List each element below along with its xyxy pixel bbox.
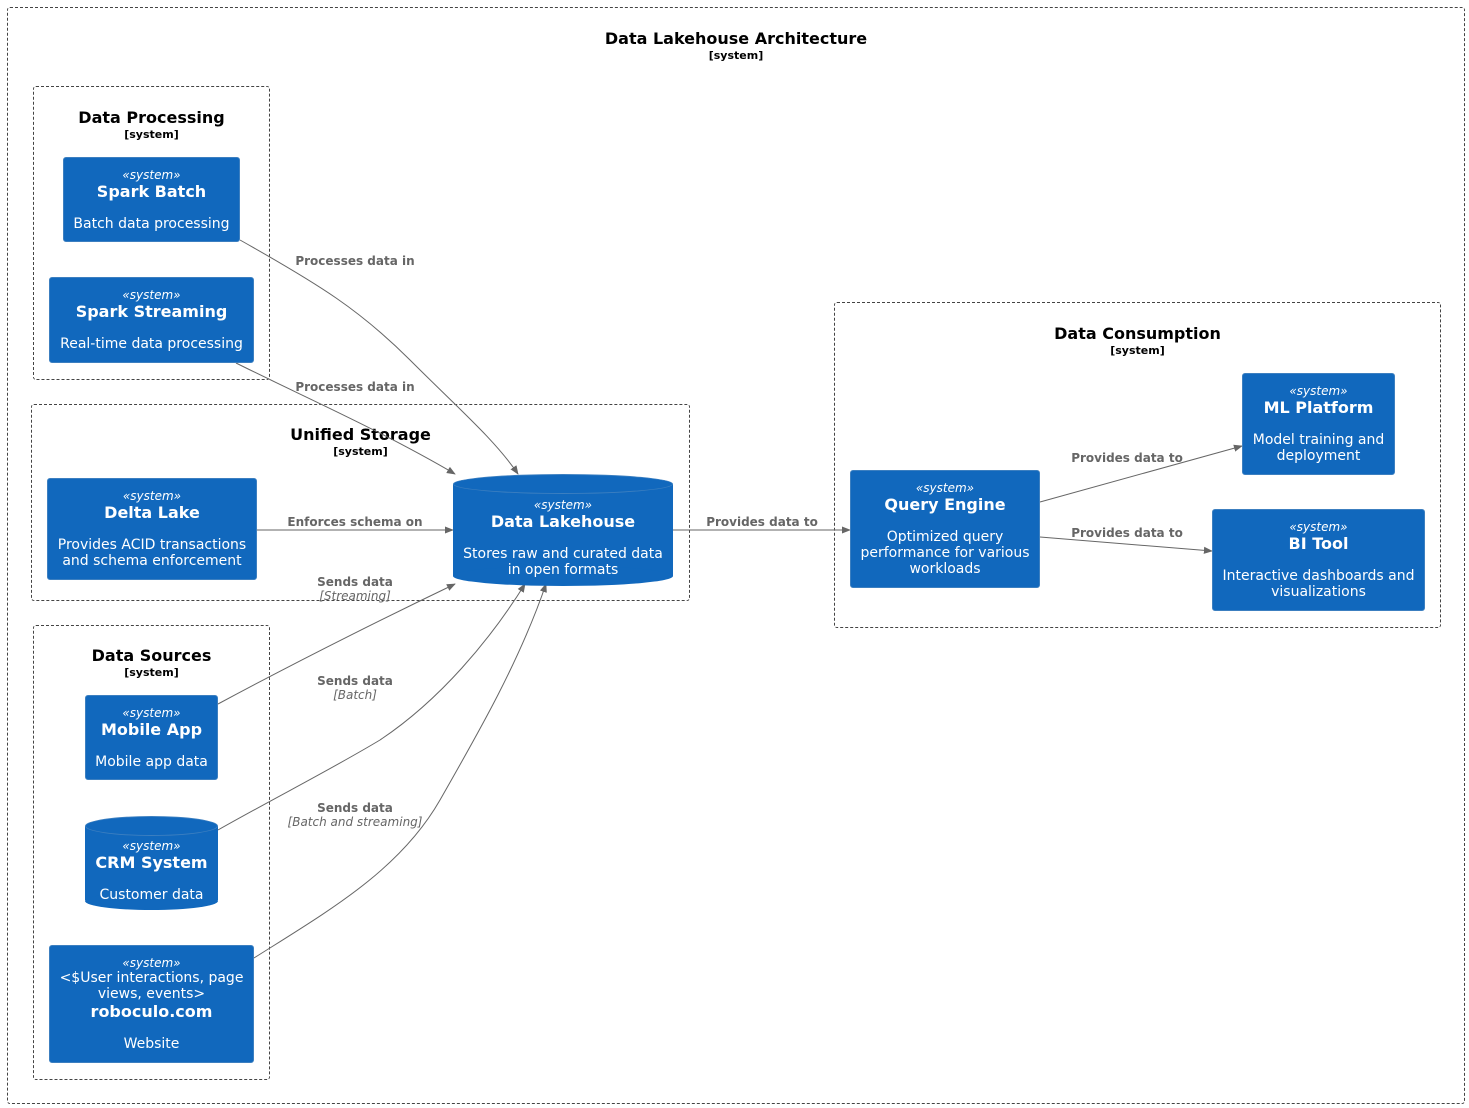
cylinder-bottom: [453, 566, 673, 586]
edge-label: Sends data [Batch and streaming]: [287, 801, 423, 829]
node-stereotype: «system»: [122, 705, 181, 720]
edge-crm-to-lake: [217, 583, 526, 831]
boundary-data-sources: Data Sources [system]: [33, 625, 270, 1080]
node-stereotype: «system»: [122, 839, 181, 853]
node-title: Data Lakehouse: [490, 512, 636, 531]
node-crm-system[interactable]: «system» CRM System Customer data: [85, 816, 218, 910]
node-data-lakehouse[interactable]: «system» Data Lakehouse Stores raw and c…: [453, 474, 673, 586]
edge-label: Sends data [Batch]: [317, 674, 393, 702]
node-title: ML Platform: [1263, 398, 1374, 417]
node-description: Batch data processing: [73, 215, 230, 232]
boundary-data-processing: Data Processing [system]: [33, 86, 270, 380]
node-delta-lake[interactable]: «system» Delta Lake Provides ACID transa…: [47, 478, 257, 580]
node-ml-platform[interactable]: «system» ML Platform Model training and …: [1242, 373, 1395, 475]
edge-stream-to-lake: [235, 362, 456, 475]
node-spark-batch[interactable]: «system» Spark Batch Batch data processi…: [63, 157, 240, 242]
node-title: Spark Batch: [96, 181, 207, 201]
node-stereotype: «system»: [533, 498, 593, 512]
node-description: Optimized query performance for various …: [860, 529, 1030, 577]
cylinder-content: «system» Data Lakehouse Stores raw and c…: [453, 498, 673, 578]
edge-label: Provides data to: [1071, 451, 1183, 465]
node-stereotype: «system»: [915, 481, 975, 495]
edge-mobile-to-lake: [217, 583, 456, 705]
node-title: Delta Lake: [104, 503, 200, 522]
cylinder-top: [85, 816, 218, 836]
boundary-tag: [system]: [124, 666, 179, 679]
edge-web-to-lake: [253, 583, 547, 959]
boundary-tag: [system]: [1110, 344, 1165, 357]
node-stereotype: «system»: [122, 288, 181, 302]
node-title: Mobile App: [100, 719, 203, 739]
edge-query-to-bi: [1039, 536, 1213, 554]
node-title: BI Tool: [1288, 534, 1349, 553]
cylinder-content: «system» CRM System Customer data: [85, 839, 218, 903]
boundary-tag: [system]: [333, 445, 388, 458]
node-description: Provides ACID transactions and schema en…: [57, 537, 247, 569]
edge-query-to-ml: [1039, 444, 1243, 503]
node-website[interactable]: «system» <$User interactions, page views…: [49, 945, 254, 1063]
boundary-tag: [system]: [124, 128, 179, 141]
boundary-title: Data Processing: [78, 108, 225, 127]
boundary-title: Unified Storage: [290, 425, 431, 444]
diagram-title: Data Lakehouse Architecture: [604, 29, 868, 48]
cylinder-bottom: [85, 892, 218, 910]
cylinder-top: [453, 474, 673, 494]
node-title: Spark Streaming: [75, 302, 228, 321]
node-stereotype: «system»: [1289, 384, 1348, 398]
edge-label: Sends data [Streaming]: [317, 575, 393, 603]
node-description: Model training and deployment: [1252, 432, 1385, 464]
node-mobile-app[interactable]: «system» Mobile App Mobile app data: [85, 695, 218, 780]
node-query-engine[interactable]: «system» Query Engine Optimized query pe…: [850, 470, 1040, 588]
node-bi-tool[interactable]: «system» BI Tool Interactive dashboards …: [1212, 509, 1425, 611]
edge-label: Processes data in: [295, 254, 415, 268]
node-stereotype: «system»: [122, 167, 181, 182]
edge-label: Provides data to: [706, 515, 818, 529]
boundary-title: Data Sources: [91, 646, 212, 665]
edge-label: Enforces schema on: [287, 515, 423, 529]
node-title: CRM System: [95, 853, 208, 872]
edge-batch-to-lake: [239, 239, 519, 475]
edge-label: Processes data in: [295, 380, 415, 394]
node-description: Stores raw and curated data in open form…: [463, 546, 663, 578]
node-spark-streaming[interactable]: «system» Spark Streaming Real-time data …: [49, 277, 254, 363]
node-description: Mobile app data: [95, 753, 208, 770]
node-stereotype: «system»: [122, 956, 181, 970]
node-stereotype: «system»: [122, 489, 182, 503]
node-title: Query Engine: [884, 495, 1006, 514]
node-description: Website: [123, 1036, 180, 1052]
boundary-unified-storage: Unified Storage [system]: [31, 404, 690, 601]
cylinder-body: [85, 826, 218, 900]
node-title: roboculo.com: [90, 1002, 213, 1021]
system-boundary-lakehouse: Data Lakehouse Architecture [system]: [7, 7, 1465, 1104]
cylinder-body: [453, 484, 673, 576]
edge-label: Provides data to: [1071, 526, 1183, 540]
node-description: Customer data: [99, 887, 204, 903]
node-technology: <$User interactions, page views, events>: [59, 970, 244, 1002]
boundary-data-consumption: Data Consumption [system]: [834, 302, 1441, 628]
node-stereotype: «system»: [1289, 520, 1348, 534]
diagram-title-tag: [system]: [708, 49, 764, 62]
node-description: Interactive dashboards and visualization…: [1222, 568, 1415, 600]
boundary-title: Data Consumption: [1054, 324, 1221, 343]
node-description: Real-time data processing: [60, 336, 243, 352]
